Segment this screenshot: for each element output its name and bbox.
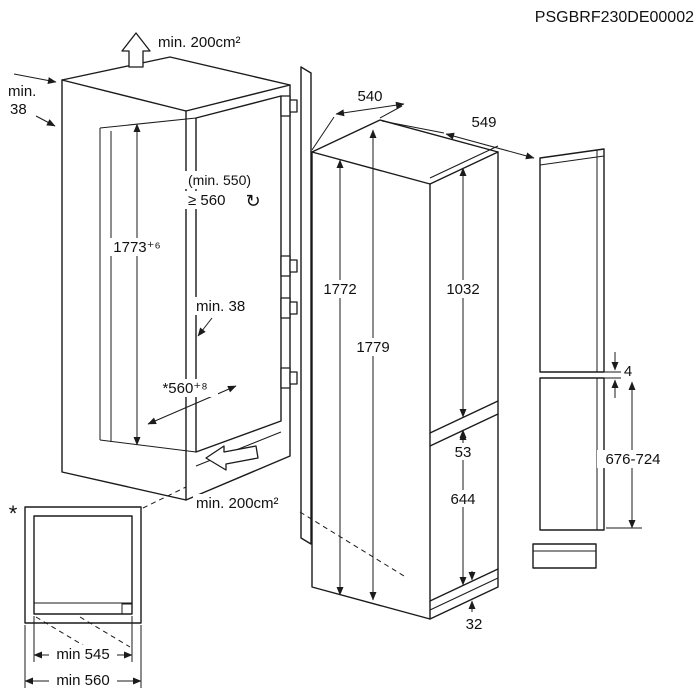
airflow-front-arrow-icon [205, 445, 259, 471]
top-view-asterisk: * [9, 501, 18, 526]
airflow-up-arrow-icon [121, 32, 151, 68]
appliance-drawing: 540 549 1772 1779 1032 53 644 32 [311, 87, 535, 633]
side-clearance-label: min. 38 [196, 298, 245, 315]
wall-thickness-top-label-1: min. [8, 83, 36, 100]
appliance-height-label: 1772 [323, 281, 356, 298]
plinth-height-label: 32 [466, 616, 483, 633]
niche-height-label: 1773⁺⁶ [113, 239, 160, 256]
model-number: PSGBRF230DE00002 [535, 9, 694, 26]
bottom-vent-label: min. 200cm² [196, 495, 279, 512]
niche-depth-min-label: (min. 550) [188, 172, 251, 188]
inner-width-label: min 545 [56, 646, 109, 663]
outer-width-label: min 560 [56, 672, 109, 689]
appliance-width-label: 540 [357, 88, 382, 105]
top-view-drawing: * min 545 min 560 [9, 501, 142, 689]
projection-lines [142, 486, 405, 577]
depth-adjust-icon: ↻ [245, 191, 260, 211]
niche-depth-label: ≥ 560 [188, 192, 225, 209]
overall-height-label: 1779 [356, 339, 389, 356]
door-panel-drawing: 4 676-724 [532, 148, 669, 569]
niche-depth-star-label: *560⁺⁸ [162, 380, 207, 397]
top-vent-label: min. 200cm² [158, 34, 241, 51]
cabinet-niche-drawing: min. 200cm² min. 38 1773⁺⁶ (min. 550) ≥ … [8, 32, 312, 545]
wall-thickness-top-label-2: 38 [10, 101, 27, 118]
door-gap-label: 53 [455, 444, 472, 461]
lower-door-height-label: 644 [450, 491, 475, 508]
appliance-depth-label: 549 [471, 114, 496, 131]
hinge-hardware [280, 95, 298, 389]
upper-door-height-label: 1032 [446, 281, 479, 298]
lower-panel-height-label: 676-724 [605, 451, 660, 468]
panel-gap-label: 4 [624, 363, 632, 380]
furniture-door-panel-edge [300, 66, 312, 545]
